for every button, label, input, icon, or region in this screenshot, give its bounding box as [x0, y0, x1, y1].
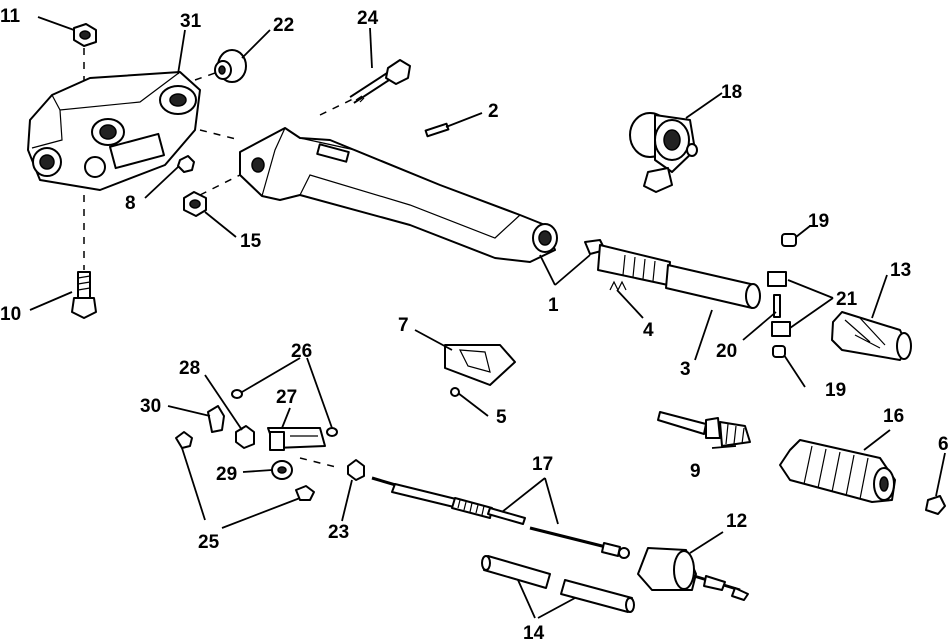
- part-21-insert-lower: [771, 321, 791, 337]
- callout-17: 17: [532, 454, 553, 475]
- part-9-fitting: [657, 411, 751, 447]
- callout-9: 9: [690, 461, 701, 482]
- part-31-bracket: [27, 71, 201, 191]
- part-19-cap-upper: [781, 233, 797, 247]
- callout-12: 12: [726, 511, 747, 532]
- part-17-cable: [371, 476, 630, 559]
- part-27-link: [267, 427, 326, 451]
- callout-16: 16: [883, 406, 904, 427]
- callout-11: 11: [0, 6, 21, 27]
- callout-13: 13: [890, 260, 911, 281]
- part-11-nut: [73, 23, 97, 47]
- callout-3: 3: [680, 359, 691, 380]
- callout-26: 26: [291, 341, 312, 362]
- part-29-gear: [271, 460, 293, 480]
- part-1-tiller-arm: [239, 127, 558, 263]
- leader-lines: [29, 16, 946, 619]
- part-15-nut: [183, 191, 207, 217]
- part-24-bolt: [349, 59, 411, 104]
- part-3-shaft: [584, 239, 761, 309]
- callout-27: 27: [276, 387, 297, 408]
- callout-21: 21: [836, 289, 858, 310]
- callout-7: 7: [398, 315, 409, 336]
- callout-labels: 11 31 22 24 2 18 8 15 10 19 13 21 1 20 4…: [0, 6, 949, 644]
- part-14-tube-b: [560, 579, 635, 613]
- part-19-cap-lower: [772, 345, 786, 358]
- part-25-screw-a: [175, 431, 193, 449]
- part-8-screw: [177, 155, 195, 173]
- callout-28: 28: [179, 358, 200, 379]
- callout-29: 29: [216, 464, 237, 485]
- callout-19-lower: 19: [825, 380, 846, 401]
- part-26-washer-b: [326, 427, 338, 437]
- part-21-insert-upper: [767, 271, 787, 287]
- part-2-pin: [424, 122, 450, 138]
- callout-22: 22: [273, 15, 294, 36]
- callout-30: 30: [140, 396, 161, 417]
- callout-6: 6: [938, 434, 949, 455]
- part-14-tube-a: [481, 555, 551, 589]
- part-6-end-cap: [925, 495, 946, 515]
- part-12-grip: [637, 547, 749, 601]
- callout-23: 23: [328, 522, 349, 543]
- part-7-plate: [444, 344, 516, 386]
- part-10-bolt: [71, 271, 97, 319]
- callout-19-upper: 19: [808, 211, 829, 232]
- part-20-spring: [773, 294, 781, 318]
- assembly-guides: [83, 48, 356, 469]
- part-13-grip-sleeve: [831, 311, 912, 361]
- part-4-clip: [609, 280, 627, 292]
- callout-2: 2: [488, 101, 499, 122]
- callout-20: 20: [716, 341, 737, 362]
- callout-5: 5: [496, 407, 507, 428]
- callout-31: 31: [180, 11, 202, 32]
- part-28-nut: [235, 425, 255, 449]
- callout-14: 14: [523, 623, 545, 644]
- callout-10: 10: [0, 304, 21, 325]
- callout-1: 1: [548, 295, 559, 316]
- part-18-housing: [629, 112, 698, 193]
- callout-8: 8: [125, 193, 136, 214]
- part-16-handle-grip: [779, 439, 896, 503]
- part-26-washer-a: [231, 389, 243, 399]
- callout-24: 24: [357, 8, 379, 29]
- callout-25: 25: [198, 532, 220, 553]
- part-23-nut: [347, 459, 365, 481]
- callout-18: 18: [721, 82, 742, 103]
- callout-4: 4: [643, 320, 654, 341]
- part-30-clip: [207, 405, 225, 433]
- part-5-screw: [450, 387, 460, 397]
- callout-15: 15: [240, 231, 262, 252]
- part-22-bushing: [214, 49, 247, 83]
